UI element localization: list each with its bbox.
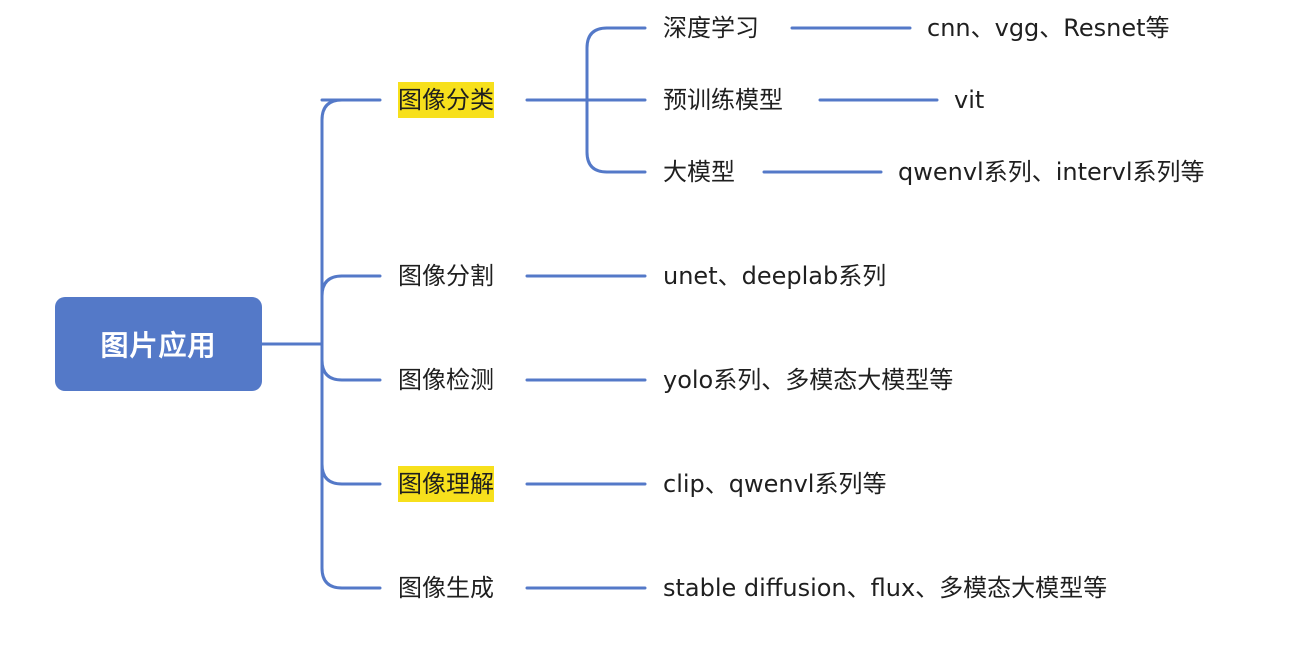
branch-classification: 图像分类	[398, 82, 494, 118]
connector-branch-4	[320, 462, 382, 486]
sub-large-model: 大模型	[663, 158, 735, 186]
root-label: 图片应用	[100, 329, 217, 362]
branch-segmentation: 图像分割	[398, 262, 494, 290]
leaf-segmentation: unet、deeplab系列	[663, 262, 887, 290]
leaf-deep-learning: cnn、vgg、Resnet等	[927, 14, 1170, 42]
leaf-detection: yolo系列、多模态大模型等	[663, 366, 954, 394]
leaf-large-model: qwenvl系列、intervl系列等	[898, 158, 1205, 186]
branch-detection: 图像检测	[398, 366, 494, 394]
leaf-understanding: clip、qwenvl系列等	[663, 470, 887, 498]
leaf-pretrained-model: vit	[954, 86, 985, 114]
branch-understanding: 图像理解	[398, 466, 494, 502]
connector-branch-3	[320, 358, 382, 382]
root-node: 图片应用	[55, 297, 262, 391]
sub-pretrained-model: 预训练模型	[663, 86, 783, 114]
connector-trunk	[320, 98, 344, 590]
connector-branch-2	[320, 274, 344, 298]
branch-generation: 图像生成	[398, 574, 494, 602]
sub-deep-learning: 深度学习	[663, 14, 759, 42]
leaf-generation: stable diffusion、flux、多模态大模型等	[663, 574, 1108, 602]
